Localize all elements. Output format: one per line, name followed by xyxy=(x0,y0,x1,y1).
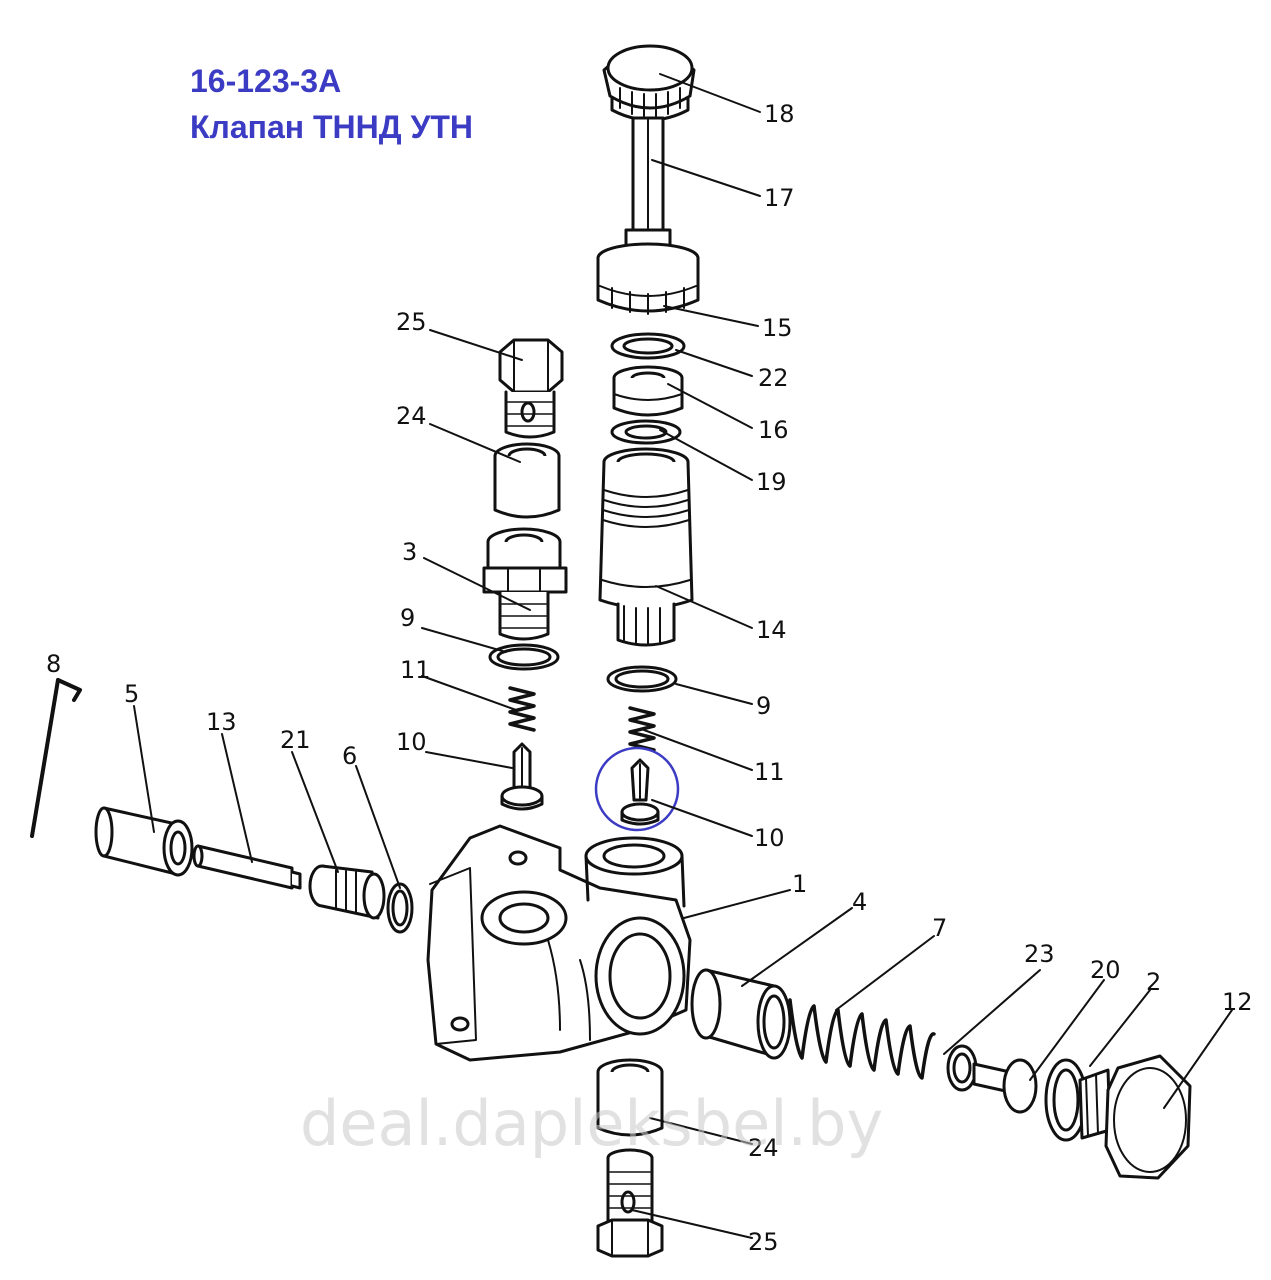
callout-14: 14 xyxy=(756,616,787,644)
part-8-key xyxy=(30,678,82,838)
part-11-spring-left xyxy=(508,686,536,732)
part-9-washer-right xyxy=(606,665,678,693)
title-block: 16-123-3A Клапан ТННД УТН xyxy=(190,58,473,150)
callout-25-bottom: 25 xyxy=(748,1228,779,1256)
highlight-circle xyxy=(594,746,680,832)
callout-18: 18 xyxy=(764,100,795,128)
part-6-ring xyxy=(386,882,414,934)
part-18-knob xyxy=(602,44,696,122)
part-24-sleeve-top xyxy=(493,442,561,519)
part-25-bolt-bottom xyxy=(596,1148,664,1258)
part-14-cylinder xyxy=(598,447,694,647)
callout-20: 20 xyxy=(1090,956,1121,984)
callout-24-top: 24 xyxy=(396,402,427,430)
callout-8: 8 xyxy=(46,650,61,678)
callout-11-left: 11 xyxy=(400,656,431,684)
callout-22: 22 xyxy=(758,364,789,392)
part-16-piston xyxy=(612,365,684,417)
part-24-sleeve-bottom xyxy=(596,1058,664,1137)
callout-10-right: 10 xyxy=(754,824,785,852)
callout-7: 7 xyxy=(932,914,947,942)
callout-4: 4 xyxy=(852,888,867,916)
part-12-plug xyxy=(1078,1054,1192,1180)
part-13-pin xyxy=(192,844,302,890)
callout-12: 12 xyxy=(1222,988,1253,1016)
callout-1: 1 xyxy=(792,870,807,898)
callout-11-right: 11 xyxy=(754,758,785,786)
callout-5: 5 xyxy=(124,680,139,708)
part-name: Клапан ТННД УТН xyxy=(190,109,474,145)
part-5-sleeve xyxy=(94,806,194,877)
callout-16: 16 xyxy=(758,416,789,444)
callout-23: 23 xyxy=(1024,940,1055,968)
part-22-washer xyxy=(610,332,686,360)
callout-19: 19 xyxy=(756,468,787,496)
part-1-body xyxy=(426,824,692,1062)
part-10-valve-right xyxy=(620,758,660,826)
part-7-spring xyxy=(788,998,936,1080)
part-17-rod xyxy=(624,116,672,252)
part-21-plug xyxy=(308,864,386,920)
part-10-valve-left xyxy=(500,742,544,811)
callout-labels: 18 17 15 22 16 19 14 9 11 10 25 24 3 9 1… xyxy=(46,100,1253,1256)
callout-24-bottom: 24 xyxy=(748,1134,779,1162)
part-11-spring-right xyxy=(628,706,656,752)
leader-lines xyxy=(133,73,1233,1239)
part-2-washer xyxy=(1044,1058,1088,1142)
callout-3: 3 xyxy=(402,538,417,566)
part-15-nut xyxy=(596,242,700,315)
part-4-sleeve xyxy=(690,968,792,1060)
callout-2: 2 xyxy=(1146,968,1161,996)
callout-10-left: 10 xyxy=(396,728,427,756)
part-3-fitting xyxy=(482,527,568,641)
part-9-washer-left xyxy=(488,643,560,671)
callout-6: 6 xyxy=(342,742,357,770)
callout-13: 13 xyxy=(206,708,237,736)
part-20-valve xyxy=(972,1058,1038,1114)
callout-15: 15 xyxy=(762,314,793,342)
part-25-bolt-top xyxy=(498,338,564,439)
watermark: deal.dapleksbel.by xyxy=(300,1087,883,1160)
callout-17: 17 xyxy=(764,184,795,212)
callout-9-left: 9 xyxy=(400,604,415,632)
callout-21: 21 xyxy=(280,726,311,754)
part-23-washer xyxy=(946,1044,978,1092)
part-number: 16-123-3A xyxy=(190,63,342,99)
part-19-washer xyxy=(610,419,682,445)
callout-9-right: 9 xyxy=(756,692,771,720)
callout-25-top: 25 xyxy=(396,308,427,336)
